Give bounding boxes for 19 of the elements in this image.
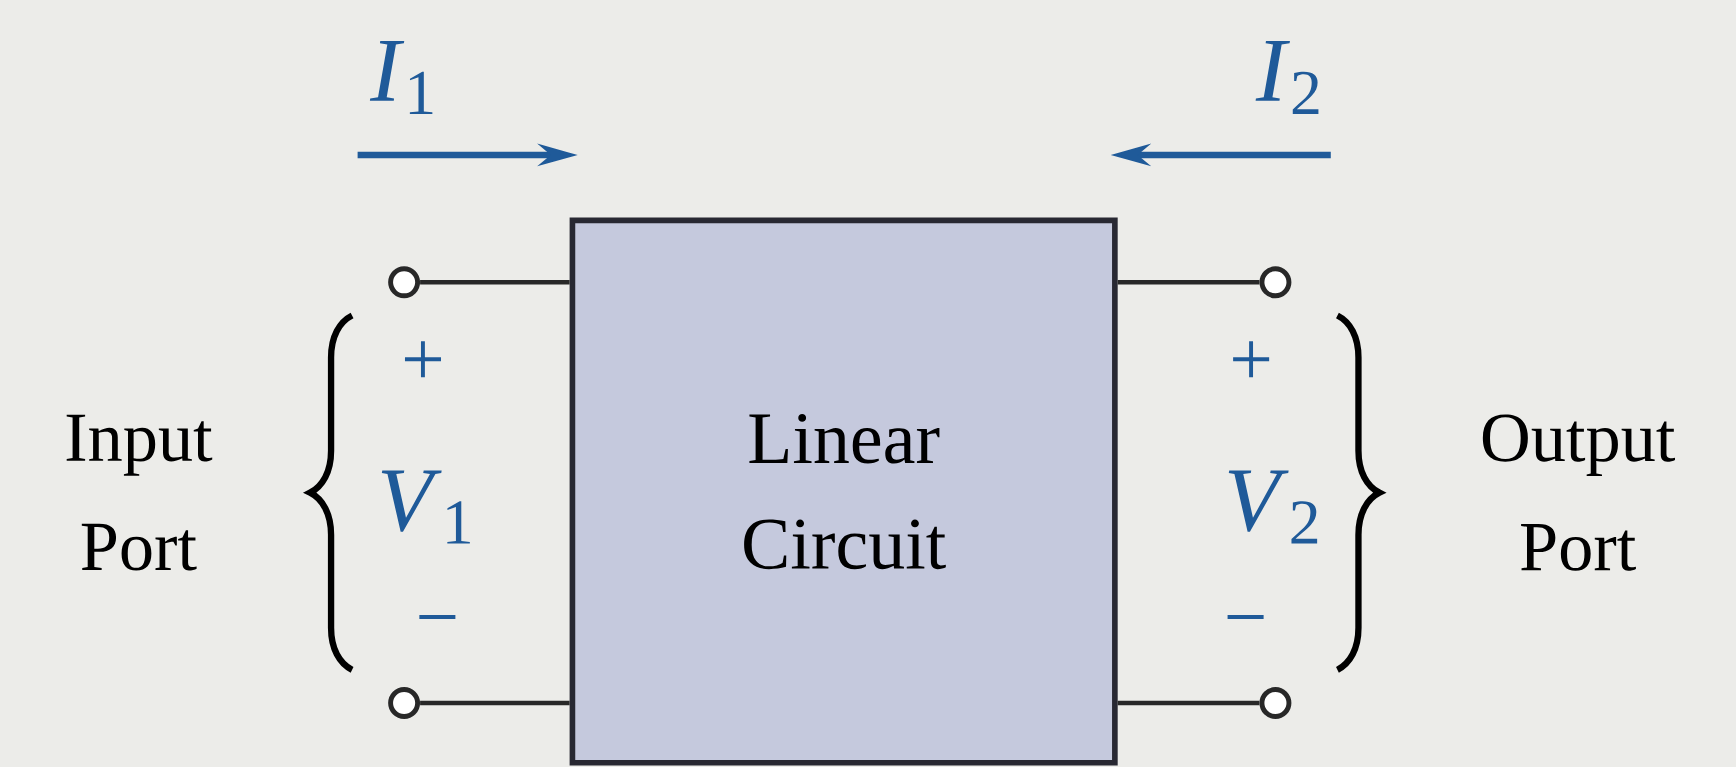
port-label: Input Port [66, 414, 213, 571]
voltage-label: V$_{1}$ [381, 470, 470, 544]
polarity-sign: − [1227, 614, 1264, 619]
terminal [388, 686, 421, 719]
terminal [1259, 266, 1292, 299]
polarity-sign: − [419, 614, 456, 619]
port-label: Output Port [1482, 414, 1675, 571]
wire [420, 700, 570, 706]
terminal [388, 266, 421, 299]
current-label: I$_{1}$ [369, 40, 433, 114]
polarity-sign: + [1233, 341, 1270, 378]
current-label: I$_{2}$ [1255, 40, 1319, 114]
wire [420, 279, 570, 285]
wire [1117, 279, 1260, 285]
voltage-label: V$_{2}$ [1228, 470, 1318, 544]
circuit-box: Linear Circuit [569, 217, 1118, 766]
polarity-sign: + [404, 341, 441, 378]
wire [1117, 700, 1260, 706]
terminal [1259, 686, 1292, 719]
